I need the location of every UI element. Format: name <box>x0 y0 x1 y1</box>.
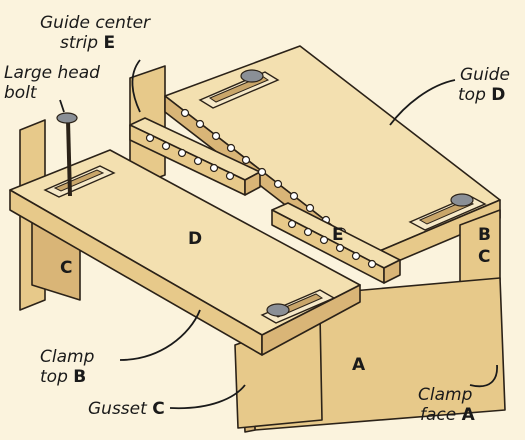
bolt-icon <box>56 112 78 197</box>
leader-clamp-top <box>119 309 201 361</box>
center-strip-upper <box>129 117 261 196</box>
clamp-top-center-letter: D <box>188 229 202 249</box>
right-gusset-letter: C <box>478 247 490 267</box>
guide-top-slot-rear <box>198 69 280 109</box>
clamp-top-slot-front <box>260 289 336 324</box>
knob-icon <box>240 69 264 83</box>
callout-guide-top: Guide <box>460 65 510 85</box>
leader-large-head-bolt <box>59 99 65 113</box>
front-face-letter: A <box>352 355 366 375</box>
knob-icon <box>266 303 290 317</box>
callout-clamp-top-line2: top B <box>40 367 86 387</box>
callout-guide-top-line2: top D <box>458 85 505 105</box>
callout-guide-center-strip: Guide center <box>40 13 151 33</box>
knob-icon <box>450 193 474 207</box>
leader-guide-top <box>389 79 456 126</box>
leader-guide-center-strip <box>131 59 141 113</box>
callout-clamp-face: Clamp <box>418 385 473 405</box>
center-strip-letter: E <box>332 225 344 245</box>
leader-gusset <box>169 384 246 410</box>
callout-gusset: Gusset C <box>88 399 165 419</box>
callout-large-head-bolt-line2: bolt <box>4 83 38 103</box>
callout-large-head-bolt: Large head <box>4 63 100 83</box>
guide-top-slot-front <box>408 193 487 231</box>
center-strip-lower <box>271 202 401 284</box>
clamp-top-slot-rear <box>43 165 116 198</box>
leader-clamp-face <box>469 364 498 388</box>
callout-clamp-top: Clamp <box>40 347 95 367</box>
left-gusset-letter: C <box>60 258 72 278</box>
callout-guide-center-strip-line2: strip E <box>60 33 115 53</box>
right-clamp-top-letter: B <box>478 225 491 245</box>
callout-clamp-face-line2: face A <box>420 405 476 425</box>
